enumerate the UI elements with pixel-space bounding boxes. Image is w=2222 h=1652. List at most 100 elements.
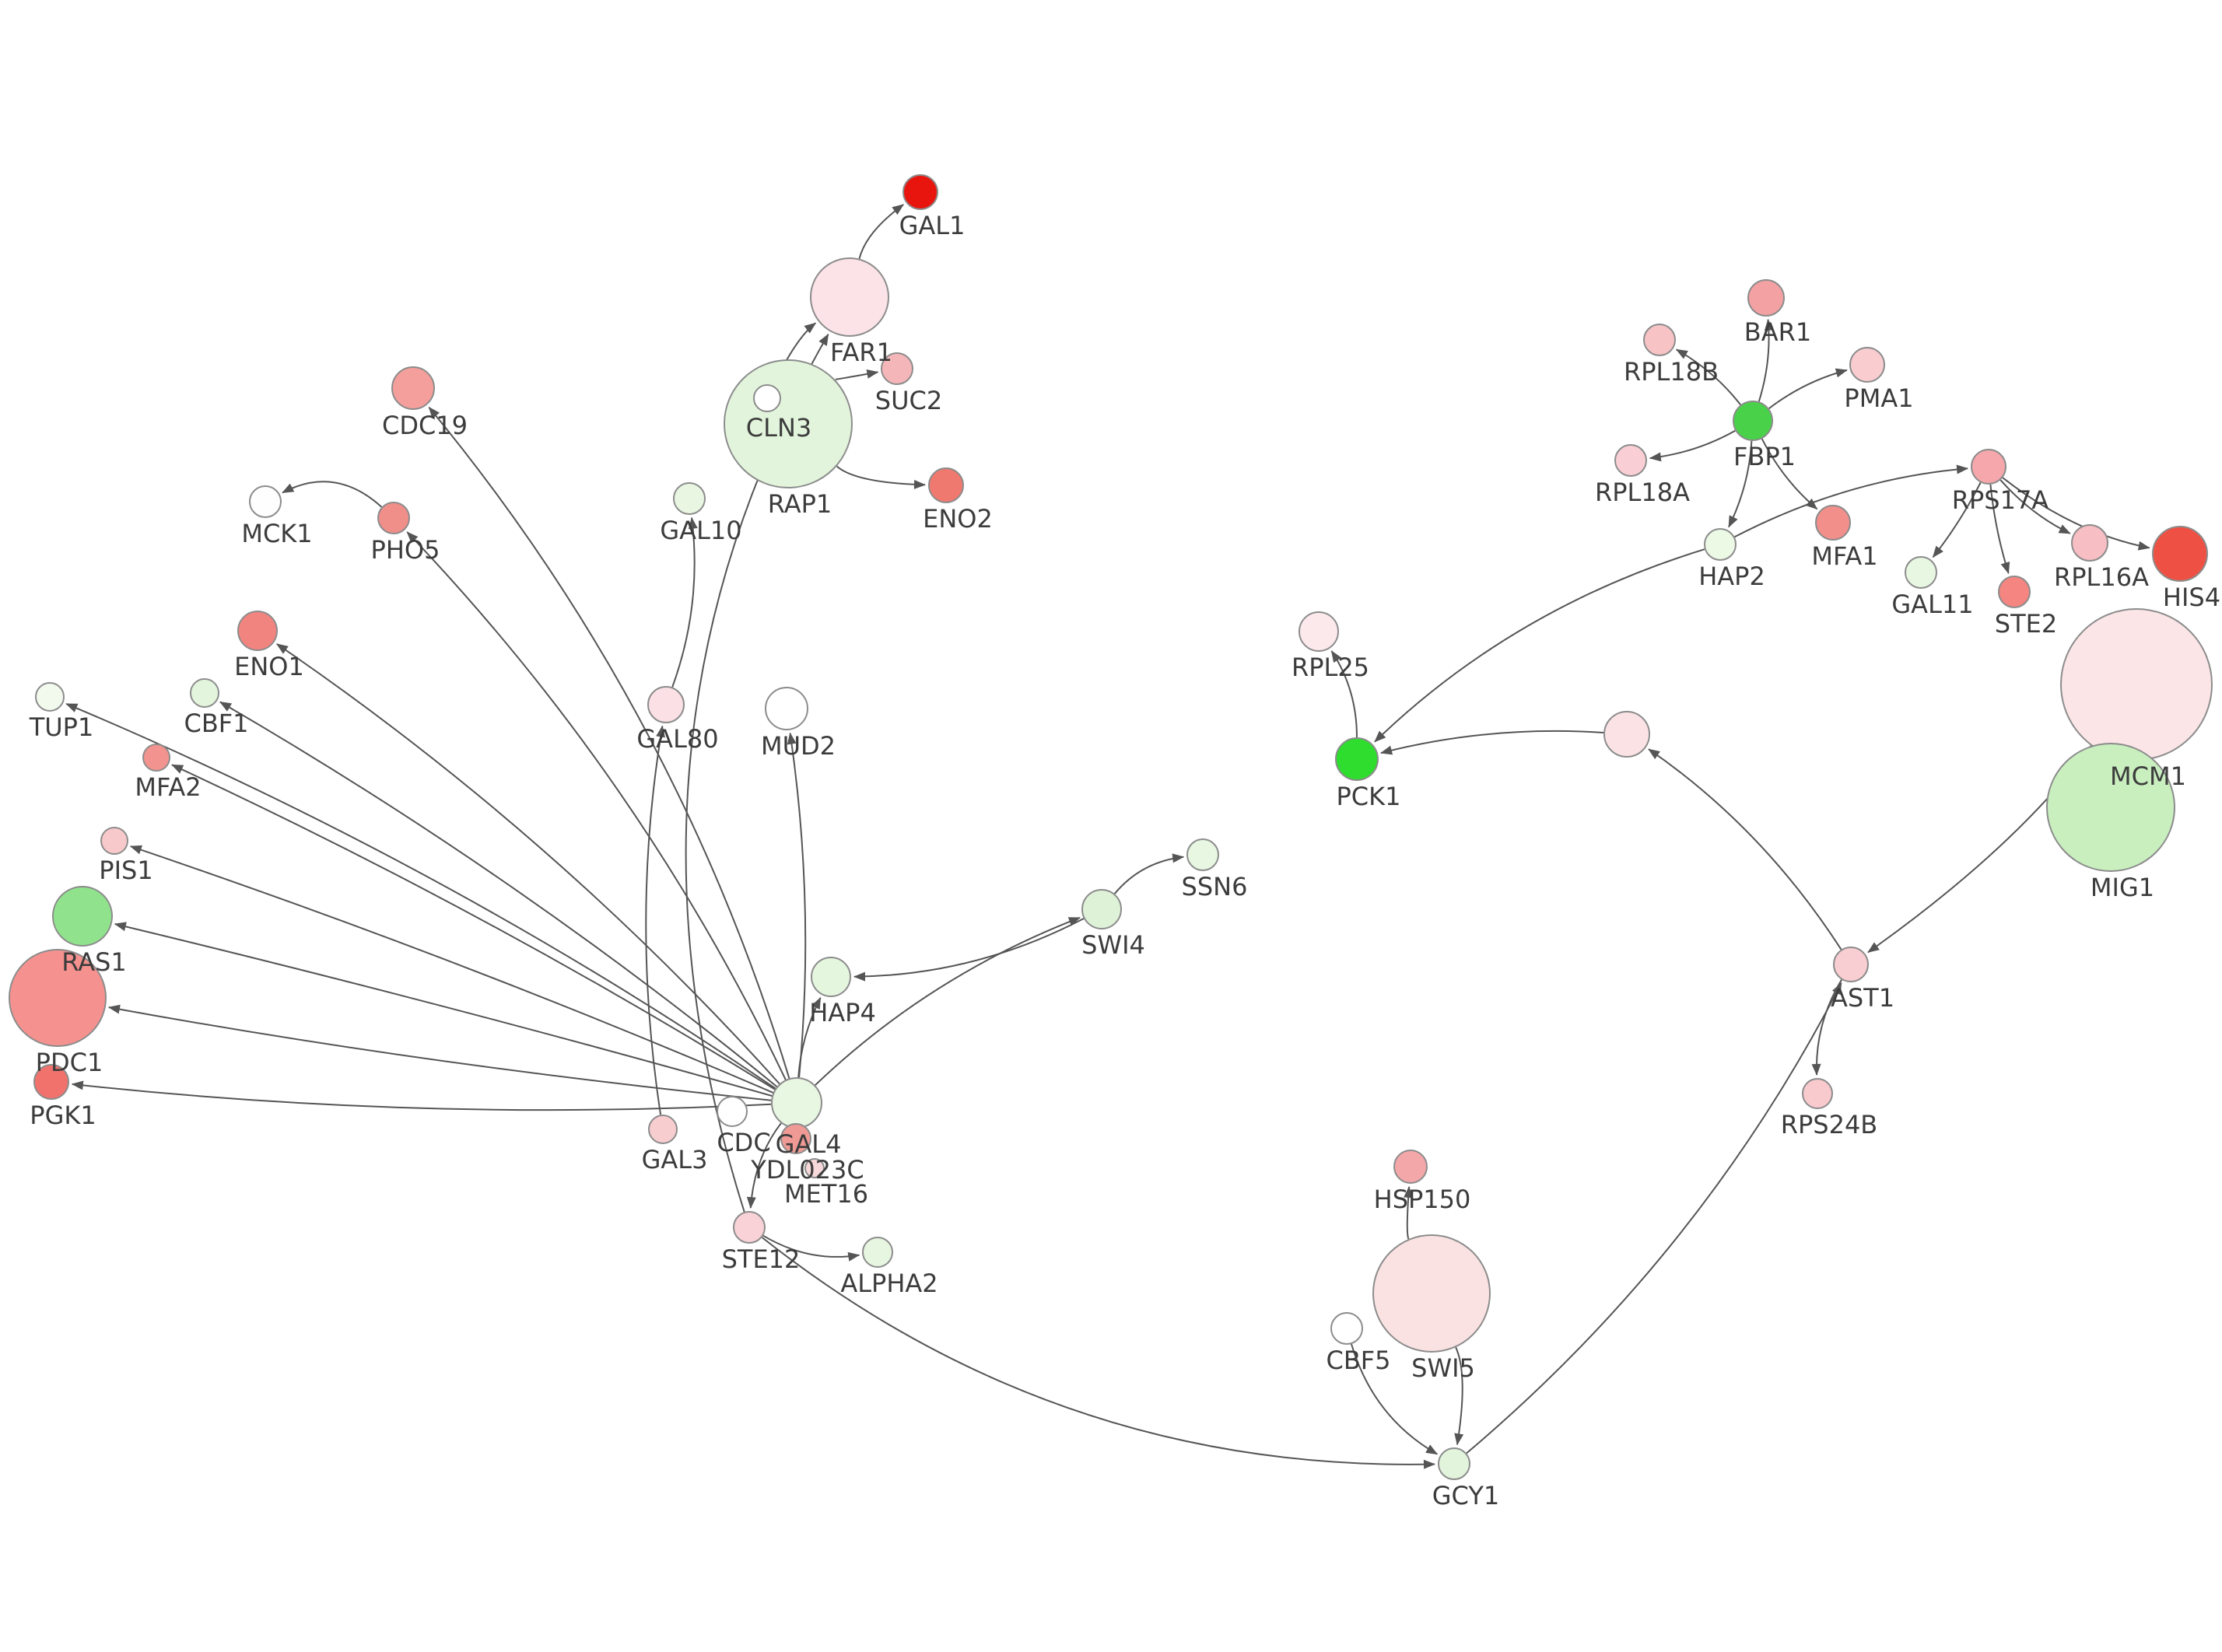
node-GAL80[interactable]: [647, 686, 685, 723]
node-SWI4[interactable]: [1081, 889, 1122, 929]
edge-SWI4-HAP4[interactable]: [853, 918, 1085, 982]
node-CDC[interactable]: [717, 1096, 748, 1127]
edge-GAL80-GAL10[interactable]: [671, 516, 698, 688]
edge-RAP1-SUC2[interactable]: [834, 369, 879, 380]
node-CDC19[interactable]: [391, 366, 435, 410]
node-YDL023C[interactable]: [780, 1123, 811, 1154]
label-PGK1: PGK1: [30, 1101, 96, 1130]
edge-STE12-GCY1[interactable]: [761, 1237, 1435, 1469]
edge-GAL4-TUP1[interactable]: [65, 702, 776, 1090]
node-MCK1[interactable]: [249, 485, 282, 518]
node-SSN6[interactable]: [1186, 838, 1219, 871]
node-GCY1[interactable]: [1438, 1447, 1470, 1480]
edge-PHO5-MCK1[interactable]: [282, 481, 383, 508]
edge-FBP1-RPL18A[interactable]: [1649, 429, 1736, 462]
edge-GAL4-HAP4[interactable]: [797, 996, 822, 1078]
edge-AST1-node-a[interactable]: [1648, 748, 1842, 950]
edge-GAL4-MFA2[interactable]: [171, 764, 776, 1090]
node-FAR1[interactable]: [810, 257, 889, 337]
node-RPS17A[interactable]: [1971, 449, 2006, 485]
node-MIG1[interactable]: [2046, 743, 2175, 872]
node-STE12[interactable]: [733, 1211, 766, 1244]
edge-FBP1-PMA1[interactable]: [1768, 368, 1848, 409]
edge-GAL4-RAS1[interactable]: [114, 922, 773, 1097]
edge-GAL4-PDC1[interactable]: [107, 1004, 772, 1101]
node-ENO1[interactable]: [237, 611, 278, 651]
edge-SWI5-GCY1[interactable]: [1454, 1346, 1464, 1446]
node-SUC2[interactable]: [881, 352, 913, 385]
node-RPL18B[interactable]: [1643, 324, 1676, 356]
node-STE2[interactable]: [1998, 576, 2031, 608]
edge-HAP2-PCK1[interactable]: [1374, 548, 1705, 743]
edge-RPS17A-GAL11[interactable]: [1932, 482, 1982, 558]
node-MET16[interactable]: [804, 1158, 825, 1178]
edge-GAL4-CDC19[interactable]: [428, 406, 790, 1079]
node-RPS24B[interactable]: [1802, 1078, 1833, 1109]
node-RAS1[interactable]: [52, 886, 113, 947]
edge-GAL4-STE12[interactable]: [746, 1122, 782, 1209]
node-HAP4[interactable]: [811, 957, 851, 997]
edge-GAL4-ENO1[interactable]: [275, 643, 780, 1085]
node-BAR1[interactable]: [1747, 279, 1785, 317]
edge-node-a-PCK1[interactable]: [1380, 730, 1604, 755]
node-RPL16A[interactable]: [2071, 524, 2108, 562]
edge-STE12-ALPHA2[interactable]: [762, 1234, 860, 1262]
edge-FBP1-HAP2[interactable]: [1728, 440, 1753, 528]
node-PHO5[interactable]: [377, 502, 410, 534]
edge-RPS17A-STE2[interactable]: [1989, 484, 2010, 575]
node-ENO2[interactable]: [928, 467, 964, 503]
edge-SWI4-SSN6[interactable]: [1113, 853, 1185, 894]
edge-GAL4-CBF1[interactable]: [219, 701, 778, 1087]
node-MFA2[interactable]: [142, 744, 170, 772]
node-AST1[interactable]: [1833, 947, 1869, 982]
node-GAL10[interactable]: [673, 482, 706, 515]
node-node-a[interactable]: [1603, 711, 1650, 758]
node-ALPHA2[interactable]: [862, 1237, 893, 1268]
node-FBP1[interactable]: [1733, 401, 1773, 441]
node-CLN3[interactable]: [753, 384, 781, 412]
edge-FAR1-GAL1[interactable]: [858, 204, 905, 259]
edge-FBP1-RPL18B[interactable]: [1675, 348, 1741, 406]
edge-GAL3-GAL80[interactable]: [645, 725, 666, 1115]
node-HSP150[interactable]: [1393, 1150, 1428, 1184]
edge-FBP1-MFA1[interactable]: [1761, 438, 1818, 510]
node-PDC1[interactable]: [9, 949, 107, 1047]
node-TUP1[interactable]: [35, 682, 65, 712]
node-GAL4[interactable]: [771, 1077, 822, 1129]
node-RPL25[interactable]: [1299, 611, 1339, 652]
node-HAP2[interactable]: [1704, 528, 1737, 561]
edge-GAL4-SWI4[interactable]: [815, 916, 1081, 1086]
label-RAP1: RAP1: [768, 489, 832, 519]
node-MUD2[interactable]: [765, 687, 808, 730]
node-GAL3[interactable]: [648, 1115, 678, 1144]
edge-SWI5-HSP150[interactable]: [1404, 1185, 1414, 1240]
edge-RPS17A-HIS4[interactable]: [2002, 477, 2150, 551]
edge-RPS17A-RPL16A[interactable]: [1999, 479, 2071, 534]
node-PCK1[interactable]: [1335, 737, 1379, 781]
label-GAL3: GAL3: [642, 1145, 708, 1174]
edge-FBP1-BAR1[interactable]: [1758, 318, 1774, 402]
node-CBF1[interactable]: [190, 678, 219, 708]
edge-GAL4-PHO5[interactable]: [406, 531, 787, 1080]
node-PIS1[interactable]: [100, 827, 128, 855]
edge-GAL4-MUD2[interactable]: [787, 732, 807, 1078]
node-PMA1[interactable]: [1849, 347, 1885, 383]
edge-PCK1-RPL25[interactable]: [1330, 650, 1358, 738]
node-RPL18A[interactable]: [1614, 444, 1647, 477]
node-SWI5[interactable]: [1372, 1234, 1491, 1353]
node-PGK1[interactable]: [33, 1064, 69, 1100]
node-GAL11[interactable]: [1905, 556, 1937, 589]
edge-GAL4-PIS1[interactable]: [129, 845, 774, 1094]
label-RPL18A: RPL18A: [1595, 478, 1690, 507]
edge-GCY1-AST1[interactable]: [1466, 982, 1842, 1454]
edge-GAL4-PGK1[interactable]: [71, 1080, 772, 1111]
node-GAL1[interactable]: [902, 174, 938, 210]
node-HIS4[interactable]: [2152, 526, 2208, 582]
edge-RAP1-ENO2[interactable]: [836, 465, 926, 489]
edge-CBF5-GCY1[interactable]: [1351, 1343, 1439, 1455]
node-CBF5[interactable]: [1330, 1312, 1363, 1345]
node-MFA1[interactable]: [1815, 505, 1851, 541]
label-HIS4: HIS4: [2163, 583, 2220, 612]
node-MCM1[interactable]: [2060, 608, 2213, 761]
edge-HAP2-RPS17A[interactable]: [1734, 464, 1969, 538]
